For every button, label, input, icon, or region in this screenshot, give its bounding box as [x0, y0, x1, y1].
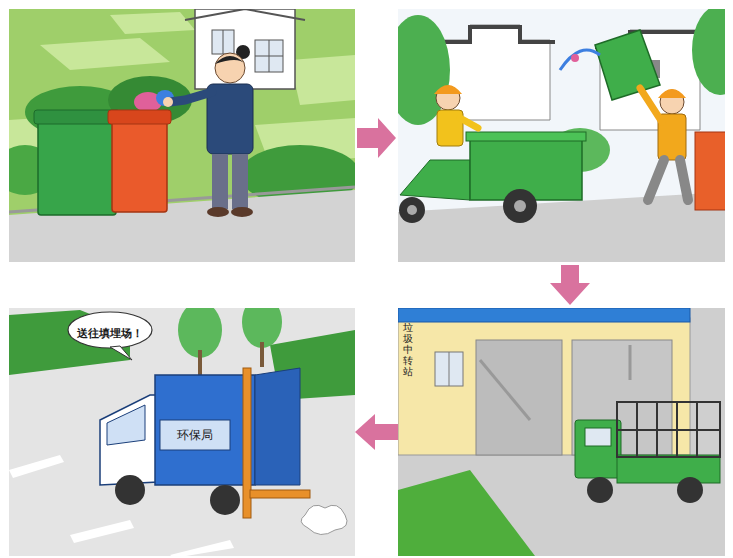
panel-drop-off-shape	[255, 40, 283, 72]
panel-garbage-truck-shape	[210, 485, 240, 515]
panel-collection-shape	[658, 89, 686, 98]
panel-collection-shape	[648, 160, 664, 200]
panel-collection-shape	[399, 197, 425, 223]
panel-drop-off-shape	[231, 207, 253, 217]
panel-drop-off-shape	[34, 110, 120, 124]
panel-transfer-station-shape	[617, 455, 720, 483]
panel-garbage-truck-shape	[160, 420, 230, 450]
panel-garbage-truck-shape	[250, 490, 310, 498]
panel-drop-off-shape	[212, 30, 234, 54]
panel-collection-shape	[407, 205, 417, 215]
panel-collection-shape	[571, 54, 579, 62]
panel-garbage-truck-shape	[100, 395, 158, 485]
panel-drop-off-shape	[170, 92, 212, 102]
panel-transfer-station-shape	[398, 308, 690, 322]
panel-collection-shape	[695, 132, 725, 210]
panel-drop-off-shape	[112, 120, 167, 212]
panel-transfer-station-shape	[476, 340, 562, 455]
panel-collection-shape	[680, 160, 688, 200]
panel-transfer-station-shape	[617, 402, 720, 457]
panel-collection-shape	[560, 50, 600, 70]
panel-drop-off-shape	[38, 120, 116, 215]
panel-transfer-station-shape	[398, 318, 690, 455]
panel-collection-shape	[503, 189, 537, 223]
panel-collection-shape	[466, 132, 586, 141]
panel-collection-shape	[595, 30, 660, 100]
panel-collection	[398, 9, 725, 262]
panel-collection-shape	[514, 200, 526, 212]
panel-drop-off-shape	[232, 154, 248, 209]
panel-garbage-truck-shape	[110, 346, 132, 360]
panel-landfill-truck: 送往填埋场！ 环保局	[9, 308, 355, 556]
panel-garbage-truck-shape	[9, 455, 64, 478]
panel-drop-off	[9, 9, 355, 262]
truck-text: 环保局	[177, 428, 213, 442]
panel-collection-shape	[435, 27, 555, 42]
panel-drop-off-shape	[223, 30, 224, 54]
panel-drop-off-shape	[212, 154, 228, 209]
panel-garbage-truck-shape	[198, 350, 202, 375]
panel-garbage-truck-shape	[301, 505, 347, 534]
panel-transfer-station-shape	[587, 477, 613, 503]
panel-transfer-station: 垃圾中转站	[398, 308, 725, 556]
sign-text: 垃圾中转站	[403, 322, 413, 377]
panel-transfer-station-shape	[585, 428, 611, 446]
panel-transfer-station-shape	[449, 352, 450, 386]
panel-transfer-station-shape	[398, 470, 535, 556]
panel-transfer-station-shape	[480, 360, 530, 420]
panel-garbage-truck-shape	[115, 475, 145, 505]
panel-drop-off-shape	[108, 110, 171, 124]
flow-arrow	[550, 265, 590, 305]
panel-drop-off-shape	[40, 38, 170, 70]
panel-drop-off-shape	[110, 12, 195, 34]
panel-collection-shape	[434, 85, 462, 94]
panel-transfer-station-shape	[575, 420, 621, 478]
panel-transfer-station	[398, 308, 725, 556]
truck-label-box: 环保局	[160, 420, 230, 450]
panel-garbage-truck-shape	[170, 540, 234, 556]
panel-drop-off-shape	[215, 56, 245, 64]
panel-garbage-truck-shape	[155, 375, 255, 485]
panel-collection-shape	[460, 118, 478, 128]
panel-garbage-truck	[9, 308, 355, 556]
panel-transfer-station-shape	[398, 308, 725, 556]
flow-arrow	[357, 118, 396, 158]
panel-drop-off-shape	[255, 56, 283, 57]
panel-collection-shape	[398, 192, 725, 262]
panel-garbage-truck-shape	[70, 520, 134, 543]
panel-drop-off-shape	[9, 9, 355, 262]
panel-transfer-station-shape	[677, 477, 703, 503]
flow-arrow	[375, 424, 398, 440]
bubble-text: 送往填埋场！	[77, 327, 143, 340]
panel-drop-off-shape	[207, 207, 229, 217]
panel-transfer-station-shape	[435, 352, 463, 386]
panel-drop-off-shape	[195, 9, 295, 89]
panel-collection-shape	[692, 9, 725, 95]
panel-garbage-truck-shape	[260, 342, 264, 367]
panel-garbage-truck-shape	[68, 312, 152, 348]
panel-drop-off-shape	[163, 97, 173, 107]
panel-garbage-truck-shape	[107, 405, 145, 445]
panel-collection-shape	[400, 160, 470, 200]
panel-collection-shape	[640, 88, 662, 122]
panel-drop-off-shape	[185, 9, 305, 20]
panel-garbage-truck-shape	[255, 368, 300, 485]
panel-drop-off-shape	[215, 53, 245, 83]
panel-transfer-station-shape	[629, 345, 632, 380]
panel-drop-off-shape	[290, 55, 355, 105]
panel-transfer-station-shape	[617, 429, 720, 431]
